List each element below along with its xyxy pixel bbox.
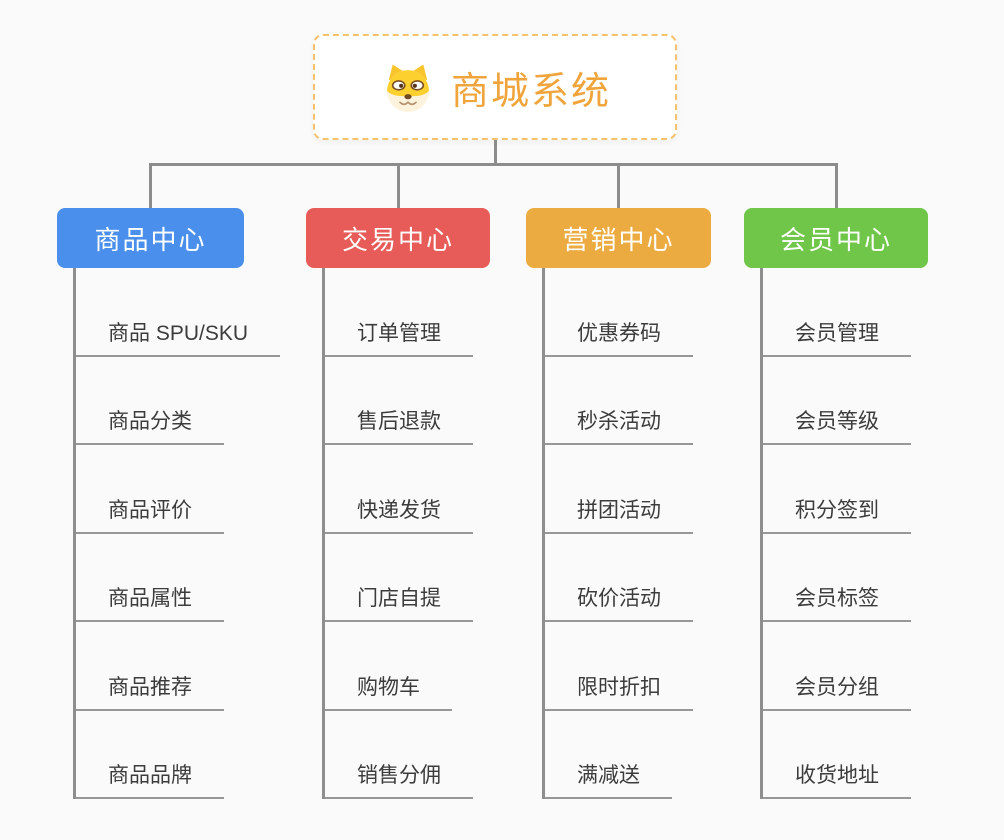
branch-list: 商品 SPU/SKU 商品分类 商品评价 商品属性 商品推荐 商品品牌 bbox=[73, 268, 281, 799]
node-points-checkin[interactable]: 积分签到 bbox=[763, 445, 911, 534]
node-product-review[interactable]: 商品评价 bbox=[76, 445, 224, 534]
node-member-group[interactable]: 会员分组 bbox=[763, 622, 911, 711]
branch-header-trade-center[interactable]: 交易中心 bbox=[306, 208, 490, 268]
branch-list: 优惠券码 秒杀活动 拼团活动 砍价活动 限时折扣 满减送 bbox=[542, 268, 711, 799]
node-limited-discount[interactable]: 限时折扣 bbox=[545, 622, 693, 711]
connector-drop-2 bbox=[396, 163, 400, 208]
node-member-level[interactable]: 会员等级 bbox=[763, 357, 911, 445]
branch-header-member-center[interactable]: 会员中心 bbox=[744, 208, 928, 268]
node-member-management[interactable]: 会员管理 bbox=[763, 268, 911, 357]
node-aftersale-refund[interactable]: 售后退款 bbox=[325, 357, 473, 445]
node-product-recommend[interactable]: 商品推荐 bbox=[76, 622, 224, 711]
branch-header-marketing-center[interactable]: 营销中心 bbox=[526, 208, 711, 268]
branch-list: 会员管理 会员等级 积分签到 会员标签 会员分组 收货地址 bbox=[760, 268, 928, 799]
node-sales-commission[interactable]: 销售分佣 bbox=[325, 711, 473, 799]
node-spend-save[interactable]: 满减送 bbox=[545, 711, 672, 799]
node-product-spu-sku[interactable]: 商品 SPU/SKU bbox=[76, 268, 281, 357]
node-product-brand[interactable]: 商品品牌 bbox=[76, 711, 224, 799]
node-product-attribute[interactable]: 商品属性 bbox=[76, 534, 224, 622]
branch-marketing-center: 营销中心 优惠券码 秒杀活动 拼团活动 砍价活动 限时折扣 满减送 bbox=[526, 208, 711, 799]
node-store-pickup[interactable]: 门店自提 bbox=[325, 534, 473, 622]
connector-trunk bbox=[493, 140, 497, 163]
node-express-shipping[interactable]: 快递发货 bbox=[325, 445, 473, 534]
branch-product-center: 商品中心 商品 SPU/SKU 商品分类 商品评价 商品属性 商品推荐 商品品牌 bbox=[57, 208, 281, 799]
root-title: 商城系统 bbox=[450, 70, 611, 113]
branch-member-center: 会员中心 会员管理 会员等级 积分签到 会员标签 会员分组 收货地址 bbox=[744, 208, 928, 799]
node-order-management[interactable]: 订单管理 bbox=[325, 268, 473, 357]
branch-header-product-center[interactable]: 商品中心 bbox=[57, 208, 244, 268]
connector-drop-4 bbox=[834, 163, 838, 208]
dog-face-icon bbox=[387, 64, 429, 112]
node-shopping-cart[interactable]: 购物车 bbox=[325, 622, 452, 711]
node-product-category[interactable]: 商品分类 bbox=[76, 357, 224, 445]
branch-list: 订单管理 售后退款 快递发货 门店自提 购物车 销售分佣 bbox=[322, 268, 490, 799]
node-flash-sale[interactable]: 秒杀活动 bbox=[545, 357, 693, 445]
connector-drop-3 bbox=[617, 163, 620, 208]
node-coupon-code[interactable]: 优惠券码 bbox=[545, 268, 693, 357]
branch-trade-center: 交易中心 订单管理 售后退款 快递发货 门店自提 购物车 销售分佣 bbox=[306, 208, 490, 799]
node-group-buying[interactable]: 拼团活动 bbox=[545, 445, 693, 534]
connector-drop-1 bbox=[149, 163, 152, 208]
connector-horizontal bbox=[149, 163, 838, 166]
node-shipping-address[interactable]: 收货地址 bbox=[763, 711, 911, 799]
root-node[interactable]: 商城系统 bbox=[313, 34, 677, 140]
node-member-tag[interactable]: 会员标签 bbox=[763, 534, 911, 622]
node-bargain-event[interactable]: 砍价活动 bbox=[545, 534, 693, 622]
